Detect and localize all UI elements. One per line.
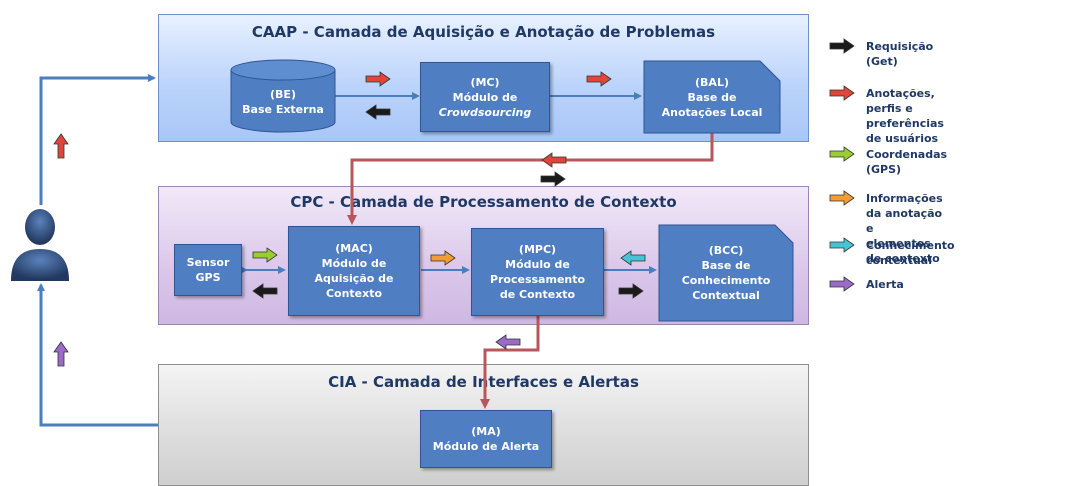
node-mc[interactable]: (MC) Módulo de Crowdsourcing <box>420 62 550 132</box>
legend-gps: Coordenadas (GPS) <box>866 147 947 177</box>
legend-alert-label: Alerta <box>866 278 904 291</box>
user-to-caap-line <box>39 74 156 205</box>
mpc-ma-connector <box>480 316 540 409</box>
legend-context-info-label: Informações da anotação e <box>866 192 943 235</box>
node-ma-id: (MA) <box>471 425 501 438</box>
legend-request-label: Requisição (Get) <box>866 40 934 68</box>
node-bal[interactable]: (BAL) Base de Anotações Local <box>643 60 781 134</box>
node-gps-label: Sensor <box>186 256 230 269</box>
node-gps-label-2: GPS <box>195 271 221 284</box>
node-bcc-label-3: Contextual <box>692 289 760 302</box>
node-mac[interactable]: (MAC) Módulo de Aquisição de Contexto <box>288 226 420 316</box>
bal-document-icon <box>643 60 781 134</box>
legend-annotation-label: Anotações, perfis e preferências <box>866 87 944 130</box>
node-mac-label-3: Contexto <box>325 287 383 300</box>
node-be-label: Base Externa <box>242 103 324 116</box>
node-mpc-label-2: Processamento <box>489 273 586 286</box>
node-ma[interactable]: (MA) Módulo de Alerta <box>420 410 552 468</box>
node-bal-id: (BAL) <box>695 75 729 89</box>
node-mpc[interactable]: (MPC) Módulo de Processamento de Context… <box>471 228 604 316</box>
legend-annotation-label-2: de usuários <box>866 132 939 145</box>
be-database-icon <box>230 59 336 133</box>
legend-context-info: Informações da anotação e elementos de c… <box>866 191 943 266</box>
bal-mac-connector <box>347 127 717 225</box>
node-mpc-label-3: de Contexto <box>499 288 576 301</box>
node-mpc-id: (MPC) <box>518 243 557 256</box>
legend-annotation: Anotações, perfis e preferências de usuá… <box>866 86 944 146</box>
node-mc-label: Módulo de <box>452 90 518 104</box>
node-be-id: (BE) <box>270 88 296 101</box>
node-mac-id: (MAC) <box>335 242 373 255</box>
node-bcc-label-2: Conhecimento <box>681 274 771 287</box>
layer-caap-title: CAAP - Camada de Aquisição e Anotação de… <box>251 23 716 41</box>
node-bal-label: Base de <box>687 90 737 104</box>
node-mc-label-italic: Crowdsourcing <box>438 105 532 119</box>
node-be[interactable]: (BE) Base Externa <box>229 76 337 128</box>
node-mac-label: Módulo de <box>321 257 387 270</box>
legend-knowledge-label: Conhecimento contextual <box>866 239 955 267</box>
user-silhouette-icon[interactable] <box>9 203 71 281</box>
node-ma-label: Módulo de Alerta <box>432 440 540 453</box>
node-mac-label-2: Aquisição de <box>314 272 394 285</box>
node-bal-label-2: Anotações Local <box>661 105 763 119</box>
node-mpc-label: Módulo de <box>505 258 570 271</box>
legend-context-info-label-2: elementos de contexto <box>866 237 940 265</box>
node-bcc-label: Base de <box>701 259 751 272</box>
cia-to-user-line <box>37 283 158 427</box>
bcc-document-icon <box>658 224 794 322</box>
legend-alert: Alerta <box>866 277 904 292</box>
node-mc-id: (MC) <box>470 75 500 89</box>
legend-gps-label: Coordenadas (GPS) <box>866 148 948 176</box>
node-bcc[interactable]: (BCC) Base de Conhecimento Contextual <box>658 224 794 322</box>
legend-request: Requisição (Get) <box>866 39 933 69</box>
node-gps[interactable]: Sensor GPS <box>174 244 242 296</box>
node-bcc-id: (BCC) <box>708 244 744 257</box>
legend-knowledge: Conhecimento contextual <box>866 238 955 268</box>
